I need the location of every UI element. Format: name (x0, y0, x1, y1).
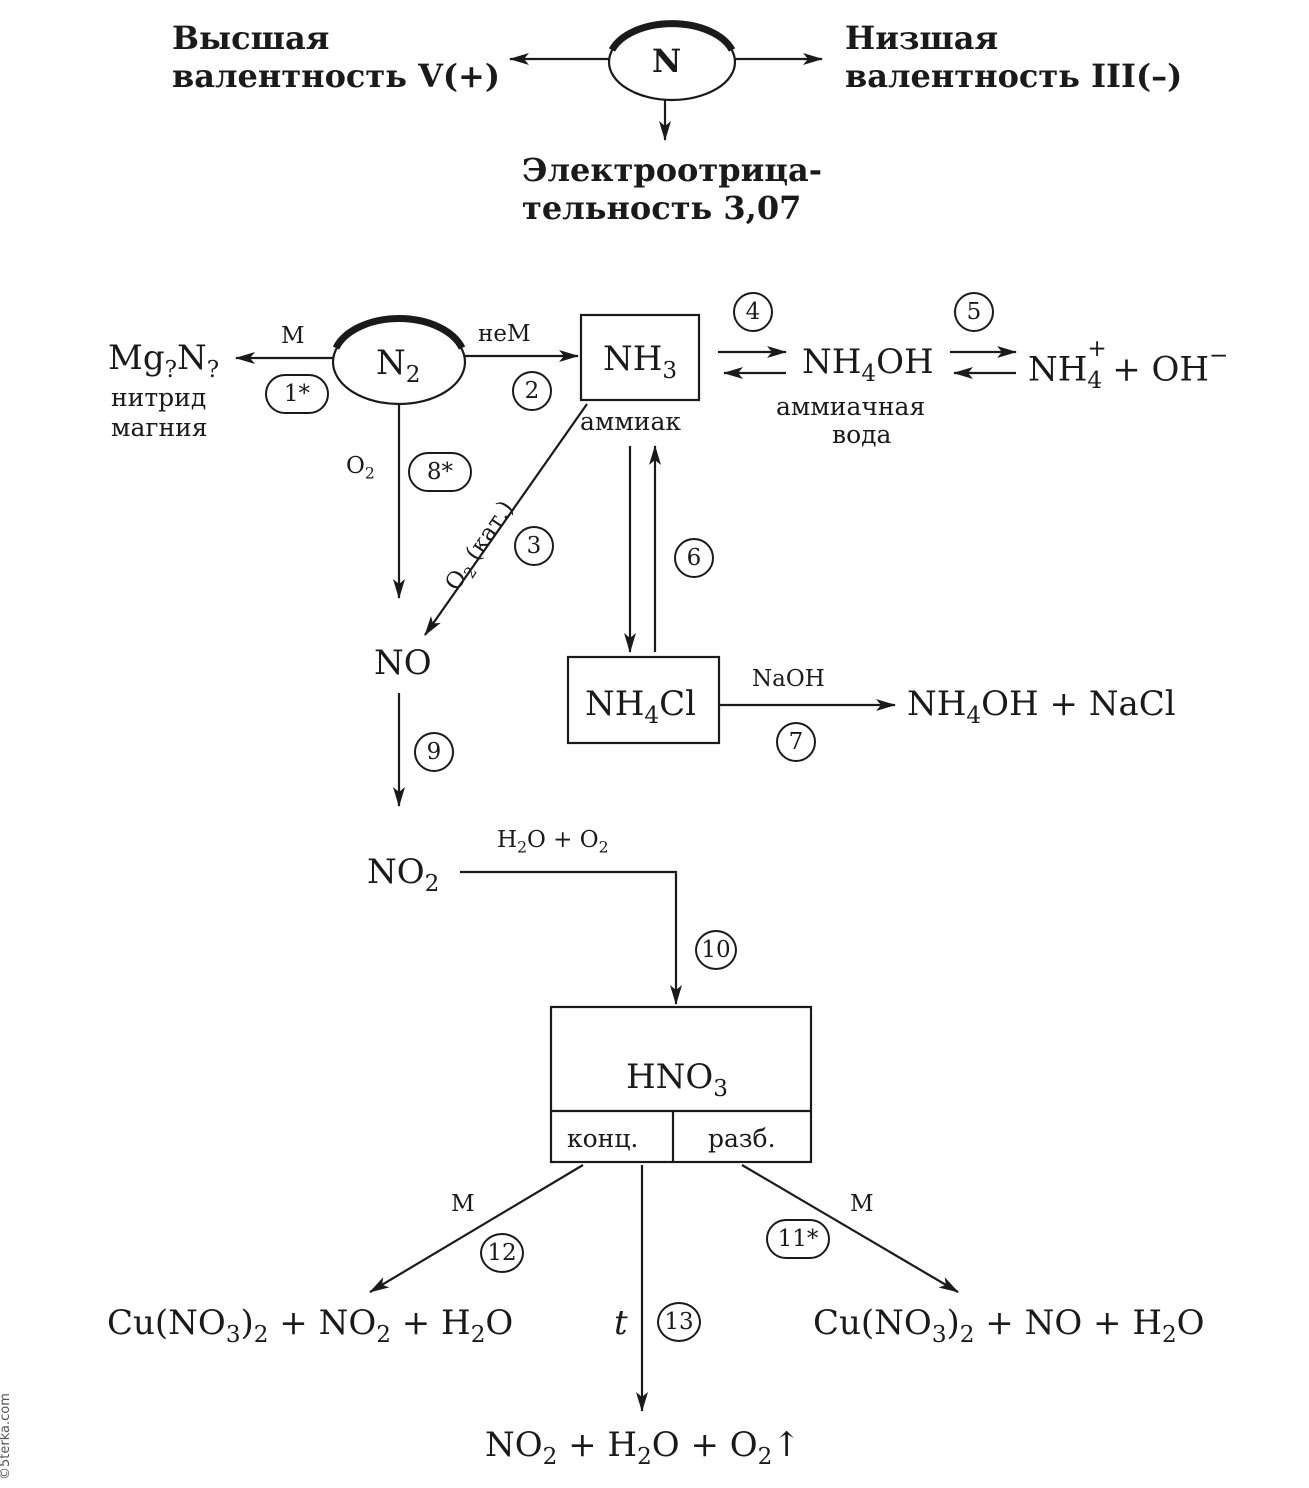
higher-valence-line2: валентность V(+) (172, 57, 500, 95)
nh3-box (579, 313, 701, 402)
hno3-conc: конц. (567, 1124, 639, 1153)
step-1: 1* (265, 374, 329, 414)
nh3-formula: NH3 (603, 339, 678, 385)
higher-valence-line1: Высшая (172, 19, 330, 57)
step-12: 12 (480, 1233, 524, 1273)
step-4: 4 (733, 292, 773, 332)
step-8: 8* (408, 452, 472, 492)
label-m-left: M (281, 323, 305, 349)
lower-valence-line1: Низшая (845, 19, 999, 57)
label-naoh: NaOH (752, 666, 825, 692)
step-5: 5 (954, 292, 994, 332)
mg3n2-name2: магния (111, 413, 208, 442)
label-nem: неМ (478, 321, 531, 347)
n2-formula: N2 (376, 343, 421, 389)
step-6: 6 (674, 538, 714, 578)
mg3n2-formula: Mg?N? (108, 338, 220, 384)
mg3n2-name1: нитрид (111, 383, 207, 412)
label-o2: O2 (346, 453, 375, 483)
arrow-nh3-no (424, 403, 588, 636)
product-left: Cu(NO3)2 + NO2 + H2O (107, 1303, 514, 1349)
n-symbol: N (652, 42, 682, 80)
lower-valence-line2: валентность III(–) (845, 57, 1183, 95)
nh4oh-name1: аммиачная (776, 392, 926, 421)
step-9: 9 (414, 732, 454, 772)
step-10: 10 (695, 930, 737, 970)
step-2: 2 (512, 371, 552, 411)
no2-formula: NO2 (367, 852, 440, 898)
nh4oh-formula: NH4OH (802, 342, 934, 388)
hno3-dil: разб. (708, 1124, 776, 1153)
step-3: 3 (514, 526, 554, 566)
label-h2o-o2: H2O + O2 (497, 827, 609, 857)
product-bottom: NO2 + H2O + O2↑ (485, 1425, 801, 1471)
label-m-12: M (451, 1191, 475, 1217)
nh4oh-nacl-formula: NH4OH + NaCl (907, 684, 1176, 730)
arrow-hno3-prod-left (369, 1164, 584, 1293)
product-right: Cu(NO3)2 + NO + H2O (813, 1303, 1205, 1349)
watermark: ©5terka.com (0, 1393, 13, 1480)
no-formula: NO (374, 643, 432, 683)
nh4cl-formula: NH4Cl (585, 684, 696, 730)
label-m-11: M (850, 1191, 874, 1217)
nh3-name: аммиак (580, 407, 681, 436)
arrow-no2-hno3 (460, 870, 682, 1005)
nh4oh-name2: вода (832, 420, 892, 449)
ions-formula: NH+4 + OH− (1028, 336, 1229, 395)
step-7: 7 (776, 722, 816, 762)
step-13: 13 (657, 1302, 701, 1342)
hno3-formula: HNO3 (626, 1057, 728, 1103)
step-11: 11* (766, 1219, 830, 1259)
electroneg-line2: тельность 3,07 (522, 189, 802, 227)
nh4cl-box (566, 655, 721, 745)
electroneg-line1: Электроотрица- (522, 151, 822, 189)
arrow-hno3-prod-right (741, 1164, 959, 1293)
n2-ellipse-arc (332, 315, 466, 350)
hno3-box (549, 1005, 813, 1164)
n-ellipse-arc (608, 20, 736, 52)
label-t: t (614, 1303, 628, 1343)
